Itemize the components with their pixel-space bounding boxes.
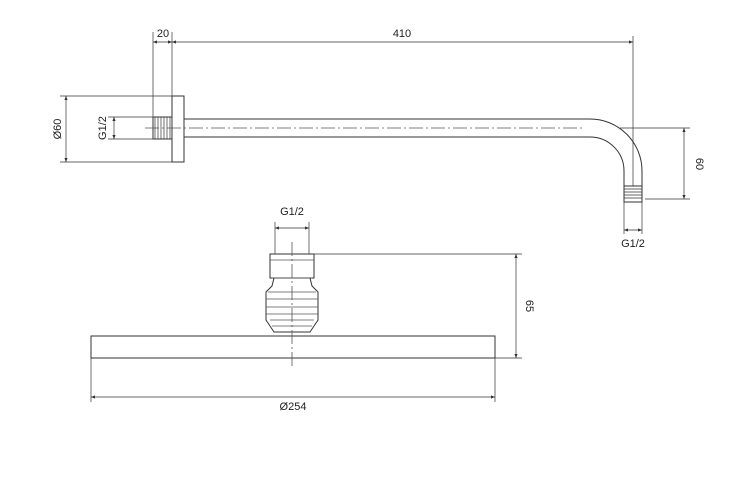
arm-tube-outer: [184, 118, 643, 186]
dimension-label: G1/2: [621, 238, 645, 250]
shower-head: [90, 242, 496, 368]
dimension-label: 410: [393, 28, 411, 40]
dimension-label: G1/2: [97, 116, 109, 140]
dimension-head-height: 65: [314, 253, 535, 359]
dimension-outlet-thread: G1/2: [621, 202, 645, 250]
shower-arm: [145, 95, 643, 203]
outlet-thread-lines: [624, 188, 642, 199]
dimension-head-diameter: Ø254: [90, 358, 496, 413]
arm-tube-inner: [184, 136, 625, 186]
outlet-thread-stub: [623, 185, 643, 203]
dimension-label: 60: [693, 158, 705, 170]
wall-flange: [171, 95, 185, 163]
dimension-arm-length: 410: [172, 28, 634, 186]
dimension-head-thread: G1/2: [274, 206, 310, 254]
dimension-inlet-thread: G1/2: [97, 116, 153, 140]
inlet-thread-lines: [154, 117, 171, 139]
dimension-drop-height: 60: [620, 127, 705, 200]
dimension-label: Ø254: [280, 401, 307, 413]
dimension-flange-diameter: Ø60: [52, 95, 172, 163]
dimension-label: 20: [157, 28, 169, 40]
dimension-label: Ø60: [52, 119, 64, 140]
dimension-label: G1/2: [280, 206, 304, 218]
head-plate: [90, 335, 496, 359]
dimension-flange-width: 20: [152, 28, 173, 117]
dimension-label: 65: [523, 300, 535, 312]
